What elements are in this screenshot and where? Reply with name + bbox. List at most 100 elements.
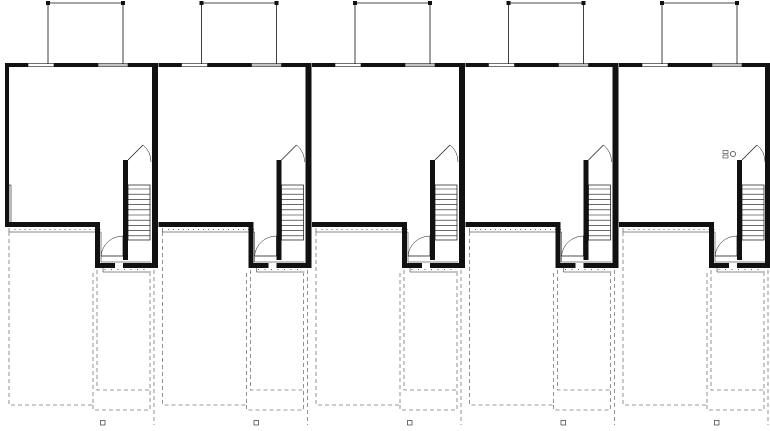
- wall-bottom: [737, 263, 770, 268]
- hatch-dot: [243, 229, 244, 230]
- hatch-dot: [757, 269, 759, 270]
- utility-marker-icon: [560, 420, 566, 426]
- patio-outline: [508, 2, 584, 64]
- wall-bottom-step: [402, 222, 407, 268]
- wall-hatch: [8, 228, 151, 263]
- hatch-dot: [444, 269, 445, 270]
- stair-icon: [430, 160, 458, 260]
- hatch-dot: [591, 269, 592, 270]
- hatch-dot: [565, 269, 566, 270]
- hatch-dot: [104, 269, 106, 270]
- wall-bottom: [619, 222, 712, 227]
- hatch-dot: [725, 269, 726, 270]
- hatch-dot: [703, 229, 705, 230]
- garage-outline: [8, 232, 94, 406]
- hatch-dot: [124, 269, 125, 270]
- garage-outline: [403, 270, 458, 391]
- wall-top: [5, 63, 28, 67]
- patio-post: [735, 1, 739, 5]
- unit-1: [5, 1, 158, 426]
- wall-top: [158, 63, 182, 67]
- garage-outline: [315, 232, 401, 406]
- wall-top: [312, 63, 335, 67]
- hatch-dot: [188, 229, 189, 230]
- wall-bottom: [123, 263, 158, 268]
- hatch-dot: [738, 269, 739, 270]
- hatch-dot: [371, 229, 373, 230]
- hatch-dot: [418, 269, 419, 270]
- hatch-dot: [401, 229, 403, 230]
- door-arc: [254, 235, 277, 257]
- wall-bottom-step: [555, 222, 561, 268]
- utility-marker-icon: [253, 420, 259, 426]
- hatch-dot: [485, 229, 486, 230]
- patio-icon: [353, 1, 432, 64]
- hatch-dot: [34, 229, 36, 230]
- wall-bottom: [158, 222, 252, 227]
- hatch-dot: [500, 229, 501, 230]
- hatch-dot: [668, 229, 670, 230]
- hatch-dot: [228, 229, 229, 230]
- patio-outline: [354, 2, 431, 64]
- hatch-dot: [688, 229, 690, 230]
- hatch-dot: [137, 269, 138, 270]
- wall-hatch: [102, 268, 151, 273]
- window-icon: [711, 63, 743, 67]
- door-arc: [756, 144, 766, 163]
- window-icon: [251, 63, 282, 67]
- hatch-dot: [366, 229, 368, 230]
- hatch-dot: [233, 229, 234, 230]
- hatch-dot: [638, 229, 640, 230]
- hatch-dot: [648, 229, 650, 230]
- door-arc: [603, 144, 612, 163]
- hatch-dot: [604, 269, 605, 270]
- hatch-dot: [356, 229, 358, 230]
- garage-outline: [250, 270, 304, 391]
- stair-wall: [583, 160, 589, 260]
- hatch-dot: [560, 229, 561, 230]
- hatch-dot: [658, 229, 660, 230]
- door-swing-icon: [714, 235, 738, 257]
- stair-icon: [276, 160, 304, 260]
- hatch-dot: [238, 229, 239, 230]
- garage-outline: [246, 390, 304, 411]
- hatch-dot: [396, 229, 398, 230]
- stair-wall: [123, 160, 128, 260]
- wall-top: [435, 63, 465, 67]
- hatch-dot: [475, 229, 476, 230]
- door-swing-icon: [561, 235, 585, 257]
- patio-post: [121, 1, 125, 5]
- garage-outline: [557, 270, 611, 391]
- hatch-dot: [49, 229, 51, 230]
- hatch-dot: [678, 229, 680, 230]
- hatch-dot: [297, 269, 298, 270]
- hatch-dot: [264, 269, 266, 270]
- wall-right-exterior: [765, 63, 769, 268]
- hatch-dot: [683, 229, 685, 230]
- wall-bottom-step: [709, 222, 714, 268]
- door-swing-icon: [434, 144, 459, 163]
- hatch-dot: [346, 229, 348, 230]
- hatch-dot: [44, 229, 46, 230]
- door-swing-icon: [407, 235, 431, 257]
- door-swing-icon: [100, 235, 124, 257]
- window-icon: [181, 63, 208, 67]
- unit-3: [312, 1, 465, 426]
- hatch-dot: [450, 269, 452, 270]
- garage-outline: [622, 232, 708, 406]
- patio-post: [428, 1, 432, 5]
- hatch-dot: [597, 269, 599, 270]
- hatch-dot: [510, 229, 511, 230]
- hatch-dot: [341, 229, 343, 230]
- stair-run: [588, 184, 611, 241]
- wall-hatch: [622, 228, 765, 263]
- garage-outline: [710, 270, 765, 391]
- hatch-dot: [520, 229, 521, 230]
- patio-outline: [47, 2, 124, 64]
- door-arc: [561, 235, 584, 257]
- door-leaf: [281, 144, 297, 161]
- patio-outline: [661, 2, 738, 64]
- hatch-dot: [480, 229, 481, 230]
- wall-bottom: [583, 263, 619, 268]
- hatch-dot: [79, 229, 81, 230]
